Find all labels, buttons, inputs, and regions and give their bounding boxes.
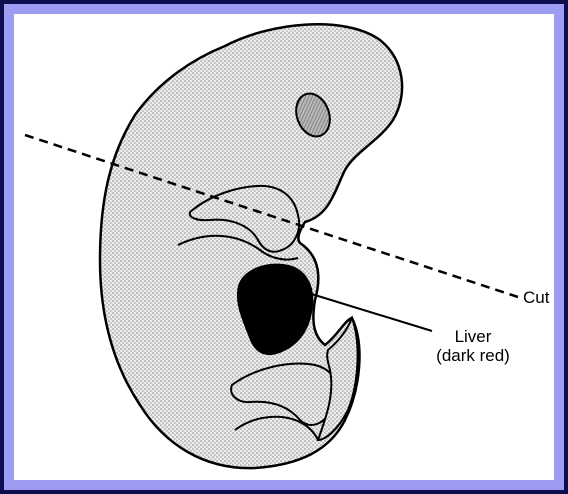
- liver-leader-line: [305, 292, 432, 331]
- liver-label-line1: Liver: [428, 327, 518, 346]
- cut-label: Cut: [523, 288, 549, 307]
- liver-label: Liver (dark red): [428, 327, 518, 365]
- liver-label-line2: (dark red): [428, 346, 518, 365]
